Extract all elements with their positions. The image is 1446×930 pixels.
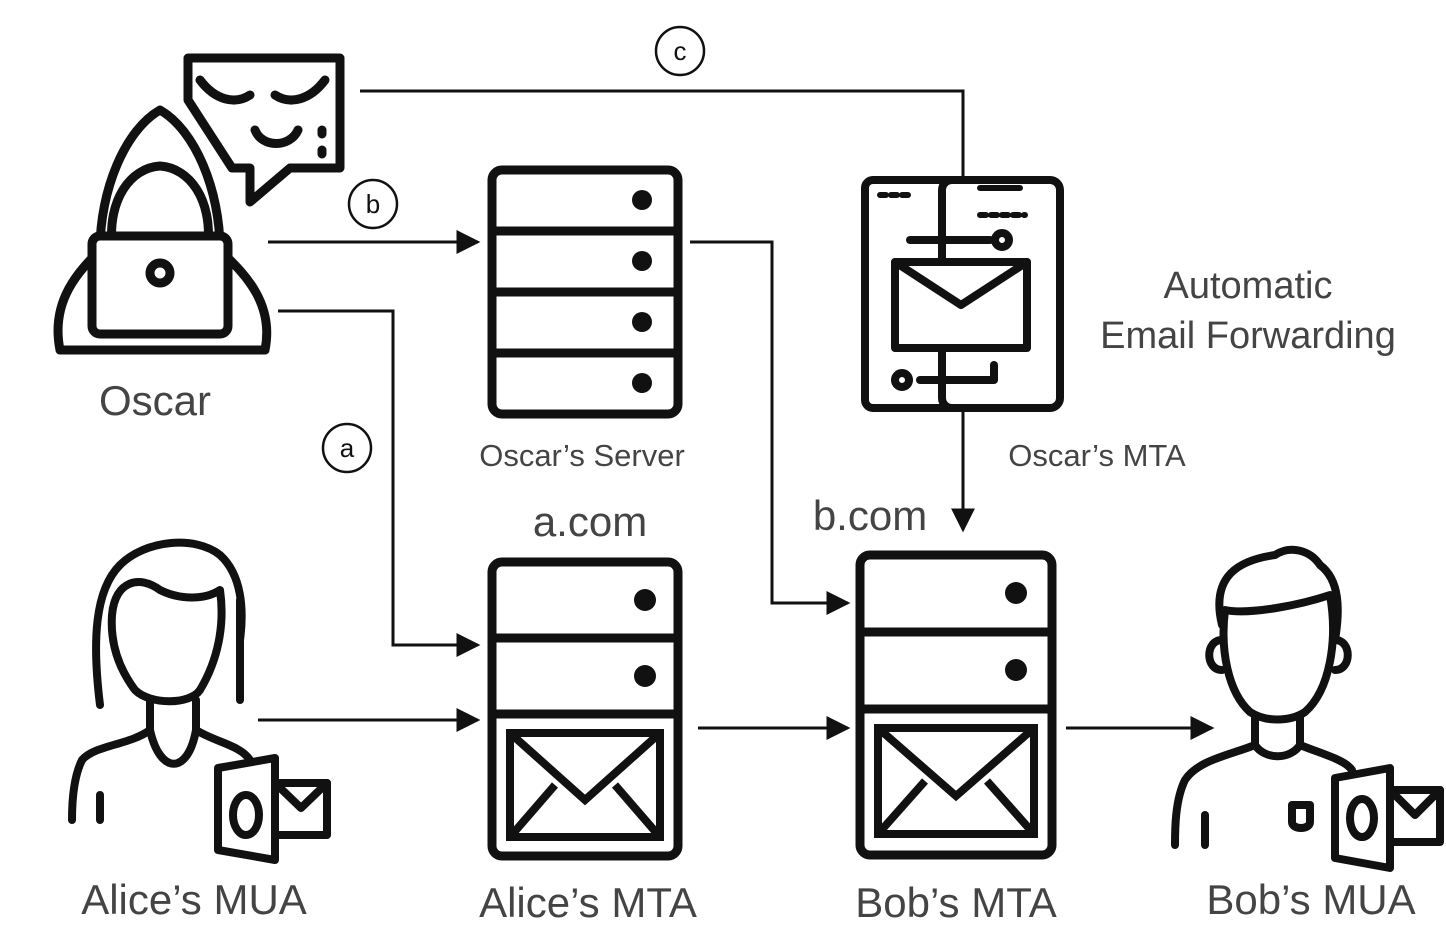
evil-face-speech-bubble-icon [183,53,345,207]
bob-mta-label: Bob’s MTA [855,879,1057,926]
path-marker-b-label: b [366,189,380,219]
oscar-label: Oscar [99,377,211,424]
path-marker-c: c [654,25,706,77]
path-marker-a-label: a [340,433,355,463]
path-marker-c-label: c [674,36,687,66]
path-a-line [278,309,481,657]
connectors [258,89,1215,740]
path-marker-a: a [321,422,373,474]
bob-mua-label: Bob’s MUA [1206,876,1415,923]
oscar-mta-label: Oscar’s MTA [1008,438,1186,473]
alice-mta-domain: a.com [533,498,647,545]
path-c-line [360,89,965,180]
server-to-bob-mta-line [690,240,851,615]
forwarding-label-line2: Email Forwarding [1100,315,1396,357]
oscar-server-label: Oscar’s Server [479,438,685,473]
mail-server-icon-bob [855,550,1057,860]
woman-with-outlook-icon [68,538,331,864]
man-with-outlook-icon [1171,545,1444,872]
path-marker-b: b [347,178,399,230]
server-rack-icon [487,165,683,419]
mail-server-icon-alice [487,557,683,861]
mobile-mail-forwarding-icon [861,176,1064,412]
bob-mta-domain: b.com [813,492,927,539]
alice-mua-label: Alice’s MUA [81,876,307,923]
hacker-with-laptop-icon [53,105,272,355]
alice-mta-label: Alice’s MTA [479,879,697,926]
forwarding-label-line1: Automatic [1164,265,1333,307]
